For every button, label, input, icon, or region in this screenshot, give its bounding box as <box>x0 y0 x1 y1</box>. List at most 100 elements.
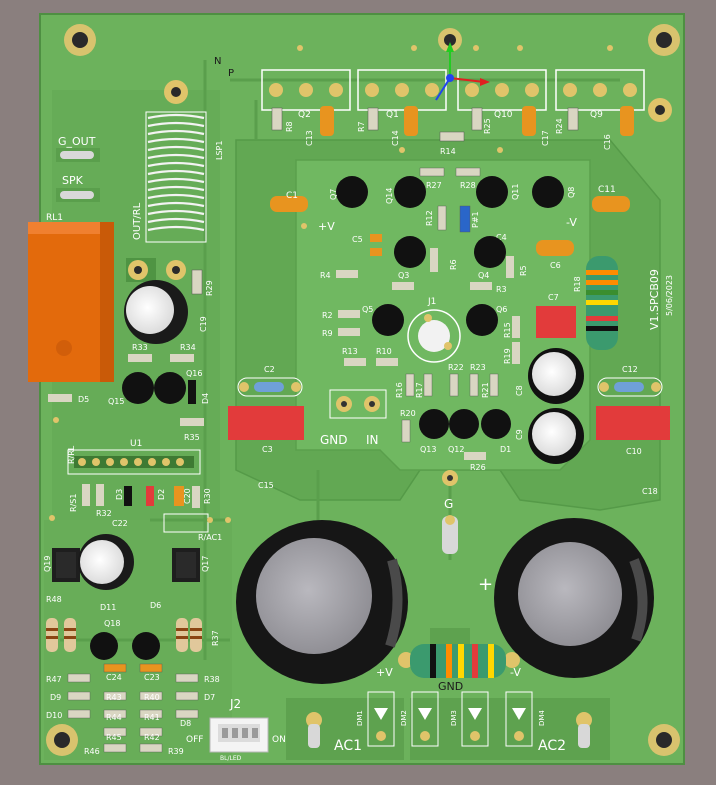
r5-label: R5 <box>519 265 528 276</box>
dm2-label: DM2 <box>400 710 408 726</box>
r3-label: R3 <box>496 285 507 294</box>
q6-label: Q6 <box>496 305 507 314</box>
c19-label: C19 <box>199 316 208 332</box>
driver-transistors <box>336 176 564 208</box>
c1-label: C1 <box>286 191 298 201</box>
q12-label: Q12 <box>448 445 464 454</box>
bl-led-label: BL/LED <box>220 755 242 762</box>
q14-label: Q14 <box>385 188 394 204</box>
g-out-connector <box>56 148 100 162</box>
c6-body <box>536 240 574 256</box>
lsp1-label: LSP1 <box>215 141 224 160</box>
c7-label: C7 <box>548 293 559 302</box>
c15-label: C15 <box>258 481 274 490</box>
j1-label: J1 <box>427 297 436 307</box>
d3-label: D3 <box>115 489 124 500</box>
r17-label: R17 <box>415 382 424 398</box>
c24-label: C24 <box>106 673 122 682</box>
q18-label: Q18 <box>104 619 120 628</box>
n-label: N <box>214 56 221 67</box>
q19-area <box>52 534 200 590</box>
r18-label: R18 <box>573 276 582 292</box>
g-out-label: G_OUT <box>58 135 96 148</box>
g-connector <box>442 470 458 554</box>
version-label: V1.SPCB09 <box>648 269 661 330</box>
r6-label: R6 <box>449 259 458 270</box>
c1-body <box>270 196 308 212</box>
q15-q16-area <box>48 354 204 426</box>
p1-label: P#1 <box>471 211 480 228</box>
dm3-label: DM3 <box>450 710 458 726</box>
dm1-label: DM1 <box>356 710 364 726</box>
gnd-input-label: GND <box>320 433 348 447</box>
c14-label: C14 <box>391 130 400 146</box>
c20-label: C20 <box>183 488 192 504</box>
d10-label: D10 <box>46 711 62 720</box>
r38-label: R38 <box>204 675 220 684</box>
r27-label: R27 <box>426 181 442 190</box>
d7-label: D7 <box>204 693 215 702</box>
q3-label: Q3 <box>398 271 409 280</box>
q3-q4 <box>336 236 514 290</box>
r34-label: R34 <box>180 343 196 352</box>
minus-v-label: -V <box>566 216 577 229</box>
r15-label: R15 <box>503 322 512 338</box>
c12-label: C12 <box>622 365 638 374</box>
relay-rl1 <box>28 222 114 382</box>
c23-label: C23 <box>144 673 160 682</box>
r8-label: R8 <box>285 121 294 132</box>
r28-label: R28 <box>460 181 476 190</box>
r22-label: R22 <box>448 363 464 372</box>
q1-label: Q1 <box>386 110 399 120</box>
c17-label: C17 <box>541 130 550 146</box>
r2-label: R2 <box>322 311 333 320</box>
dm4-label: DM4 <box>538 710 546 726</box>
bottom-left-smd <box>67 663 199 753</box>
c7-body <box>536 306 576 338</box>
c18-label: C18 <box>642 487 658 496</box>
bottom-power-resistor <box>398 628 520 678</box>
r-rl-label: R/RL <box>67 445 76 464</box>
r25-label: R25 <box>483 118 492 134</box>
q17-label: Q17 <box>201 556 210 572</box>
mid-smd <box>419 167 481 233</box>
ac1-pad <box>306 712 322 748</box>
c8-c9 <box>528 348 584 464</box>
r42-label: R42 <box>144 733 160 742</box>
c12-c10 <box>596 377 670 440</box>
q5-q6 <box>338 304 520 366</box>
q4-label: Q4 <box>478 271 489 280</box>
r14-label: R14 <box>440 147 456 156</box>
r45-label: R45 <box>106 733 122 742</box>
j2-label: J2 <box>229 697 241 711</box>
r26-label: R26 <box>470 463 486 472</box>
mounting-holes <box>46 24 680 756</box>
r30-label: R30 <box>203 488 212 504</box>
d1-label: D1 <box>500 445 511 454</box>
plus-marker: + <box>478 574 493 595</box>
rac1-outline <box>163 513 209 533</box>
resistors-top <box>271 107 579 142</box>
gnd-bottom-label: GND <box>438 680 463 693</box>
u1-header <box>67 449 201 475</box>
off-label: OFF <box>186 735 203 745</box>
in-input-label: IN <box>366 433 379 447</box>
c9-label: C9 <box>515 429 524 440</box>
c11-body <box>592 196 630 212</box>
rs1-row <box>82 484 200 508</box>
r37-label: R37 <box>211 630 220 646</box>
r4-label: R4 <box>320 271 331 280</box>
r43-label: R43 <box>106 693 122 702</box>
r40-label: R40 <box>144 693 160 702</box>
power-transistor-row <box>261 69 645 111</box>
d5-label: D5 <box>78 395 89 404</box>
r23-label: R23 <box>470 363 486 372</box>
c5-label: C5 <box>352 235 363 244</box>
j2-connector <box>209 717 269 753</box>
capacitor-c19 <box>124 280 188 344</box>
q15-label: Q15 <box>108 397 124 406</box>
ac2-label: AC2 <box>538 738 566 754</box>
r46-label: R46 <box>84 747 100 756</box>
rl1-label: RL1 <box>46 213 63 223</box>
r47-label: R47 <box>46 675 62 684</box>
